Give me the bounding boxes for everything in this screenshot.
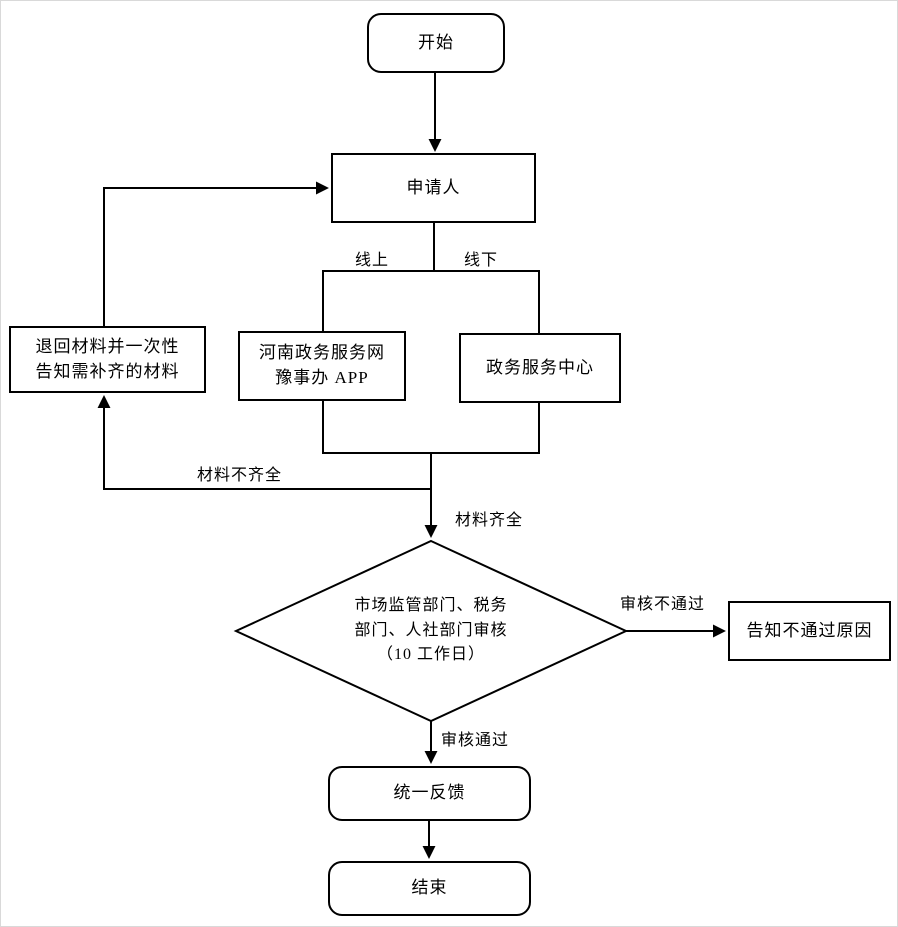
- node-feedback: 统一反馈: [328, 766, 531, 821]
- edge-label-offline: 线下: [462, 246, 501, 270]
- node-offline-channel: 政务服务中心: [459, 333, 621, 403]
- edge-merge: [322, 401, 540, 536]
- node-review-line3: （10 工作日）: [376, 646, 485, 664]
- node-review-line2: 部门、人社部门审核: [354, 621, 508, 639]
- node-return-materials-line2: 告知需补齐的材料: [35, 361, 180, 381]
- node-review-line1: 市场监管部门、税务: [354, 596, 508, 614]
- node-applicant-label: 申请人: [406, 177, 461, 197]
- node-end: 结束: [328, 861, 531, 916]
- edge-label-review-passed: 审核通过: [439, 726, 512, 750]
- node-return-materials: 退回材料并一次性 告知需补齐的材料: [9, 326, 206, 393]
- edge-label-materials-incomplete: 材料不齐全: [195, 461, 285, 485]
- edge-return-applicant: [103, 181, 329, 326]
- node-online-channel-line2: 豫事办 APP: [275, 368, 369, 387]
- node-start-label: 开始: [418, 32, 454, 52]
- edge-incomplete-return: [97, 395, 431, 490]
- node-review-decision: 市场监管部门、税务 部门、人社部门审核 （10 工作日）: [281, 584, 581, 678]
- edge-label-materials-complete: 材料齐全: [453, 506, 526, 530]
- node-offline-channel-label: 政务服务中心: [486, 357, 594, 377]
- node-start: 开始: [367, 13, 505, 73]
- node-notify-reason: 告知不通过原因: [728, 601, 891, 661]
- node-return-materials-line1: 退回材料并一次性: [35, 336, 180, 356]
- node-end-label: 结束: [411, 878, 448, 898]
- node-online-channel: 河南政务服务网 豫事办 APP: [238, 331, 406, 401]
- edge-label-online: 线上: [353, 246, 392, 270]
- node-feedback-label: 统一反馈: [393, 783, 466, 803]
- edge-applicant-split: [322, 223, 540, 333]
- node-applicant: 申请人: [331, 153, 536, 223]
- edge-label-review-failed: 审核不通过: [618, 590, 708, 614]
- node-notify-reason-label: 告知不通过原因: [746, 620, 873, 640]
- node-online-channel-line1: 河南政务服务网: [259, 343, 385, 363]
